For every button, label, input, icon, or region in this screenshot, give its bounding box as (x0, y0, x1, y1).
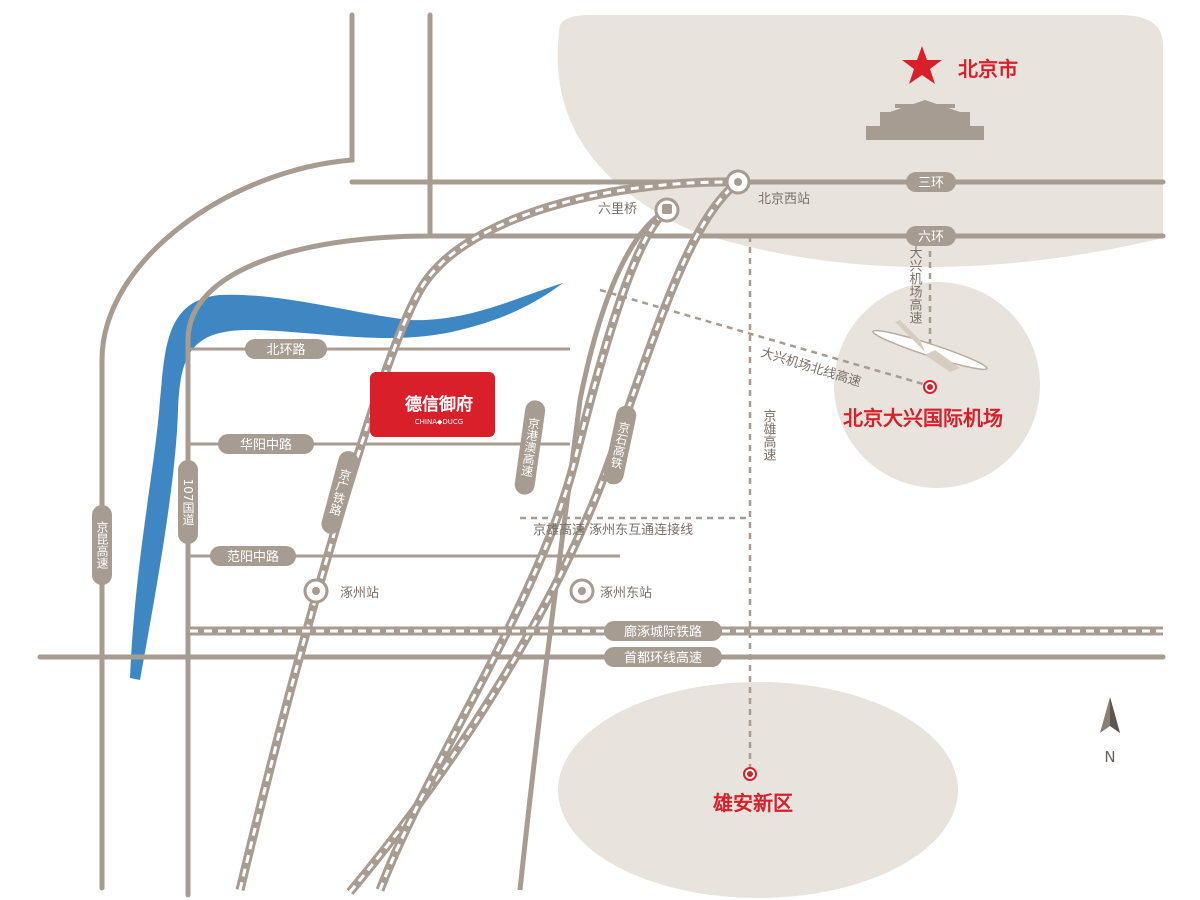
shoudu-pill (604, 647, 722, 667)
beihuan-pill (245, 339, 327, 359)
third-ring-pill (906, 172, 956, 192)
airport-north-expressway (599, 288, 931, 388)
guodao-107-pill (178, 460, 198, 544)
liuliqiao-label: 六里桥 (598, 202, 637, 217)
jingshi-pill (603, 405, 637, 485)
compass-label: N (1104, 748, 1115, 766)
fanyang-label: 范阳中路 (227, 549, 279, 565)
zhuozhou-label: 涿州站 (340, 586, 379, 601)
huayang-label: 华阳中路 (240, 437, 292, 453)
airport-marker-icon (923, 380, 937, 394)
beihuan-label: 北环路 (266, 342, 305, 358)
jingxiong-link-label: 京雄高速 涿州东互通连接线 (533, 522, 693, 538)
sixth-ring-pill (906, 226, 956, 246)
beijing-star-icon (902, 46, 942, 84)
beijing-label: 北京市 (958, 57, 1018, 81)
xiongan-marker-icon (743, 767, 757, 781)
airplane-icon (872, 320, 988, 372)
jingkun-pill (92, 505, 112, 585)
xiongan-label: 雄安新区 (712, 791, 793, 815)
airport-label: 北京大兴国际机场 (843, 406, 1003, 430)
zhuozhou-east-station-icon (569, 578, 595, 604)
jingkun-label: 京昆高速 (95, 521, 109, 569)
liuliqiao-station-icon (654, 197, 680, 223)
zhuozhou-station-icon (303, 578, 329, 604)
shoudu-label: 首都环线高速 (624, 650, 702, 666)
zhuozhou-east-label: 涿州东站 (600, 586, 652, 601)
fanyang-pill (210, 546, 296, 566)
project-subtitle: CHINA◆DUCG (415, 418, 463, 426)
project-name: 德信御府 (405, 394, 473, 415)
third-ring-label: 三环 (918, 176, 944, 191)
airport-expressway-label: 大兴机场高速 (907, 246, 923, 324)
huayang-pill (218, 434, 314, 454)
beijing-west-station-icon (725, 169, 751, 195)
project-block (370, 372, 495, 437)
jinggangao-pill (514, 400, 546, 495)
sixth-ring-label: 六环 (918, 230, 944, 245)
xiongan-area (558, 682, 958, 898)
jingguang-pill (321, 451, 359, 534)
langzhuo-label: 廊涿城际铁路 (624, 624, 702, 640)
jingxiong-label: 京雄高速 (761, 409, 777, 461)
tiananmen-icon (866, 100, 984, 140)
beijing-west-label: 北京西站 (758, 192, 810, 207)
guodao-107-label: 107国道 (181, 479, 195, 526)
airport-area (834, 282, 1040, 488)
north-arrow-icon (1100, 697, 1120, 733)
langzhuo-pill (604, 621, 722, 641)
beijing-area (557, 15, 1163, 268)
jingkun-expressway-line (99, 12, 355, 891)
guodao-107-line (185, 12, 433, 898)
